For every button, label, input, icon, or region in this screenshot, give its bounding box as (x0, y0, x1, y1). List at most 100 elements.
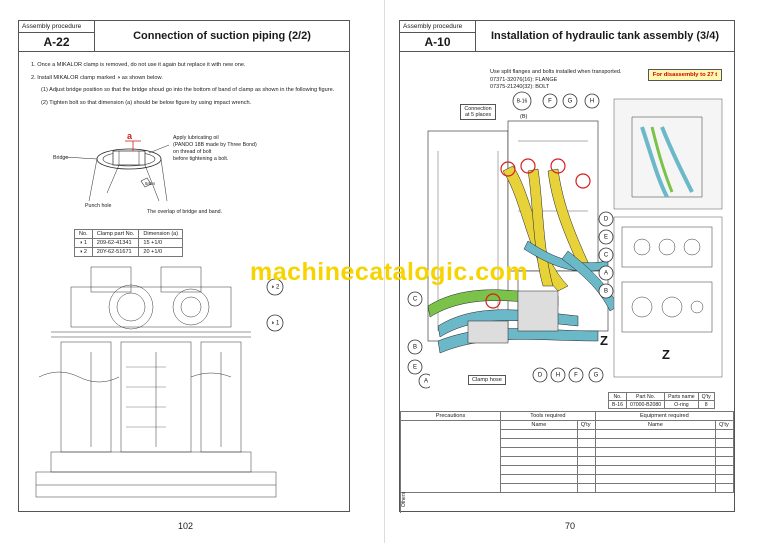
callout-text: ◑ 1 (271, 321, 280, 327)
table-cell (594, 474, 717, 484)
punch-hole-label: Punch hole (85, 203, 112, 209)
table-cell (576, 465, 596, 475)
callout-text: D (604, 217, 609, 223)
table-cell: ◑ 1 (74, 238, 93, 248)
disassembly-badge: For disassembly to 27 t (648, 69, 722, 81)
callout-text: B (604, 289, 608, 295)
callout-circle (407, 359, 423, 375)
table-cell (576, 474, 596, 484)
table-cell (576, 456, 596, 466)
callout-circle (568, 367, 584, 383)
page-title: Installation of hydraulic tank assembly … (490, 30, 719, 42)
view-z-label: Z (662, 347, 670, 362)
note-1: Use split flanges and bolts installed wh… (490, 69, 622, 75)
oil-note-3: on thread of bolt (173, 149, 212, 155)
oil-note-2: (PANDO 18B made by Three Bond) (173, 142, 257, 148)
callout-circle (562, 93, 578, 109)
oil-note-4: before tightening a bolt. (173, 156, 229, 162)
table-row: ◑ 2 20Y-62-51671 20 +1/0 (74, 247, 184, 257)
callout-text: B-16 (517, 98, 528, 104)
table-cell (500, 429, 578, 439)
procedure-steps: 1. Once a MIKALOR clamp is removed, do n… (31, 61, 351, 112)
equipment-name-header: Name (594, 420, 717, 430)
equipment-qty-header: Q'ty (715, 420, 734, 430)
callout-circle (407, 339, 423, 355)
callout-text: H (556, 373, 560, 379)
col-no: No. (74, 229, 93, 239)
callout-text: G (568, 99, 573, 105)
callout-circle (598, 247, 614, 263)
overlap-label: The overlap of bridge and band. (147, 209, 223, 215)
right-header: Assembly procedure A-10 Installation of … (400, 21, 734, 52)
reference-thumbnails (613, 98, 723, 378)
callout-circle (598, 211, 614, 227)
table-cell (594, 483, 717, 493)
table-row (401, 483, 734, 493)
right-page: Assembly procedure A-10 Installation of … (384, 0, 768, 543)
callout-text: ◑ 2 (271, 285, 280, 291)
table-cell: O-ring (664, 400, 699, 409)
header-label: Assembly procedure (19, 21, 95, 33)
table-cell: Part No. (625, 392, 666, 401)
right-callouts: D E C A B (598, 211, 614, 299)
view-z-arrow-label: Z (600, 333, 608, 348)
table-cell (500, 438, 578, 448)
parts-table: No. Part No. Parts name Q'ty B-16 07000-… (608, 392, 715, 409)
others-label: Others (400, 485, 412, 513)
clamp-drawing (64, 140, 170, 202)
col-part: Clamp part No. (91, 229, 140, 239)
left-header: Assembly procedure A-22 Connection of su… (19, 21, 349, 52)
table-cell (576, 447, 596, 457)
note-2: 07371-32076(16): FLANGE (490, 76, 558, 83)
table-row: B-16 07000-B2080 O-ring 8 (608, 400, 715, 409)
table-cell (576, 429, 596, 439)
table-cell (715, 438, 734, 448)
table-cell (500, 474, 578, 484)
callout-text: A (424, 379, 428, 385)
callout-group-left: ◑ 2 ◑ 1 (266, 278, 284, 332)
table-cell (576, 483, 596, 493)
clamp-table: No. Clamp part No. Dimension (a) ◑ 1 209… (74, 229, 184, 257)
callout-text: A (604, 271, 608, 277)
table-cell (715, 465, 734, 475)
callout-text: H (590, 99, 594, 105)
table-cell: ◑ 2 (74, 247, 93, 257)
callout-text: F (548, 99, 552, 105)
table-cell (715, 429, 734, 439)
table-cell (715, 474, 734, 484)
table-cell (594, 429, 717, 439)
callout-text: C (413, 297, 418, 303)
callout-text: D (538, 373, 543, 379)
callout-circle (418, 373, 430, 389)
table-cell: 07000-B2080 (625, 400, 666, 409)
table-cell (594, 456, 717, 466)
table-cell (715, 456, 734, 466)
table-cell: 15 +1/0 (138, 238, 184, 248)
table-cell (594, 438, 717, 448)
page-number: 70 (565, 521, 576, 531)
callout-text: F (574, 373, 578, 379)
left-page: Assembly procedure A-22 Connection of su… (18, 20, 350, 531)
connection-note: Connection at 5 places (460, 104, 496, 120)
tank-illustration (427, 120, 619, 354)
procedure-code: A-22 (19, 33, 95, 52)
top-callouts: B-16 F G H (512, 91, 600, 111)
table-cell (715, 447, 734, 457)
requirements-header: Precautions Tools required Equipment req… (400, 411, 735, 421)
table-cell: 8 (697, 400, 715, 409)
table-cell (500, 483, 578, 493)
callout-b-label: (B) (520, 114, 528, 120)
col-dimension: Dimension (a) (138, 229, 184, 239)
dimension-5mm: 5mm (145, 181, 155, 186)
callout-circle (532, 367, 548, 383)
table-cell: Q'ty (697, 392, 715, 401)
step-2-2: (2) Tighten bolt so that dimension (a) s… (41, 99, 252, 106)
table-cell: No. (608, 392, 627, 401)
callout-circle (407, 291, 423, 307)
right-page-frame: Assembly procedure A-10 Installation of … (399, 20, 735, 513)
step-1: 1. Once a MIKALOR clamp is removed, do n… (31, 62, 246, 68)
suction-piping-drawing (31, 257, 291, 507)
left-page-frame: Assembly procedure A-22 Connection of su… (18, 20, 350, 512)
clamp-figure: Bridge a Apply lubricating oil (PANDO 18… (49, 131, 299, 221)
callout-text: E (604, 235, 608, 241)
